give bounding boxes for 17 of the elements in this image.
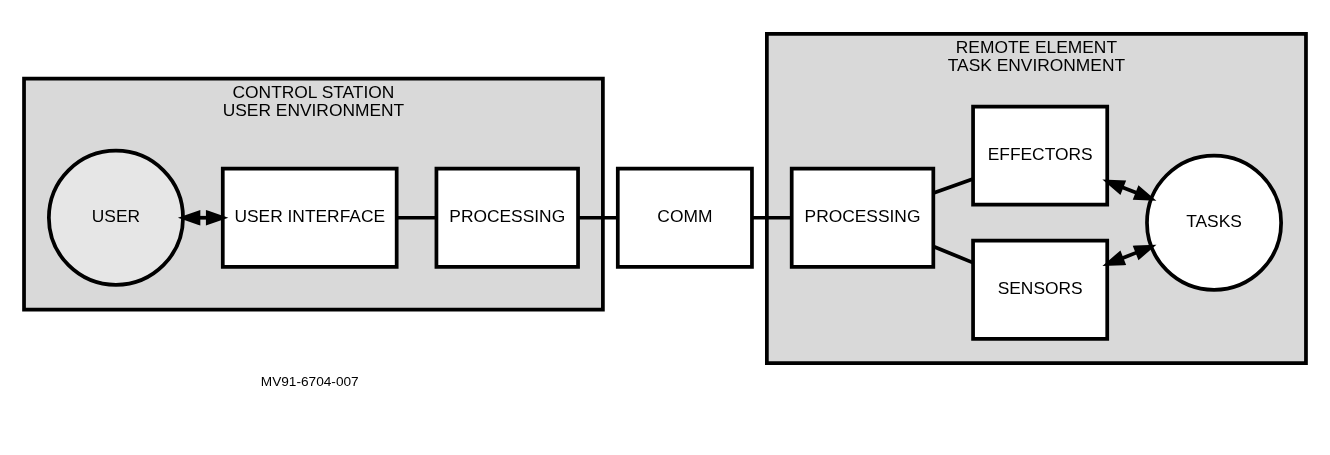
connector <box>932 176 974 195</box>
node-box: COMM <box>615 166 754 269</box>
node-circle: USER <box>47 148 185 287</box>
node-box: USER INTERFACE <box>220 166 399 269</box>
node-box: PROCESSING <box>434 166 580 269</box>
node-circle: TASKS <box>1145 153 1283 292</box>
label: MV91-6704-007 <box>260 373 359 389</box>
node-box: SENSORS <box>971 238 1110 341</box>
connector <box>932 244 974 264</box>
arrow <box>1102 244 1157 266</box>
node-box: EFFECTORS <box>971 104 1110 207</box>
arrow <box>177 209 229 226</box>
connector <box>397 215 437 220</box>
arrow <box>1102 179 1157 201</box>
connector <box>752 215 792 220</box>
connector <box>578 215 618 220</box>
node-box: PROCESSING <box>789 166 936 269</box>
